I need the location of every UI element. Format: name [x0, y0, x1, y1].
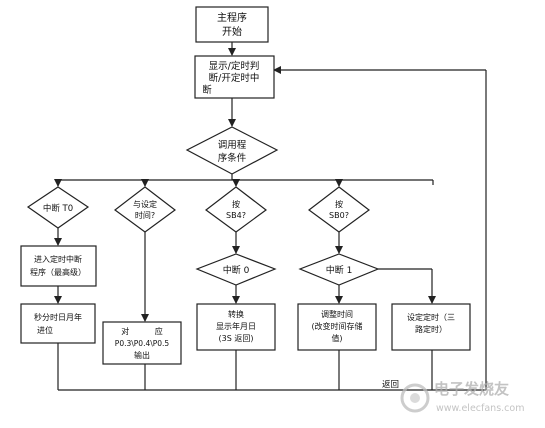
timer-interrupt-label-1: 进入定时中断: [34, 254, 82, 264]
settime-label-2: 时间?: [135, 210, 155, 220]
start-box: [195, 6, 269, 43]
settimer-label-1: 设定定时（三: [407, 312, 455, 322]
settime-label-1: 与设定: [133, 199, 157, 209]
switch-label-2: 显示年月日: [216, 321, 256, 331]
switch-label-3: (3S 返回): [219, 334, 254, 343]
display-label-1: 显示/定时判: [209, 60, 260, 72]
watermark-url: www.elecfans.com: [436, 403, 524, 414]
watermark-logo-icon: [400, 383, 430, 413]
carry-label-1: 秒分时日月年: [34, 312, 82, 322]
switch-label-1: 转换: [228, 309, 244, 319]
call-label-2: 序条件: [218, 152, 247, 164]
set-timer-box: [391, 303, 471, 351]
display-label-3: 断: [202, 84, 212, 96]
adjust-label-1: 调整时间: [321, 309, 353, 319]
adjust-time-box: [297, 303, 377, 351]
sb0-label-2: SB0?: [329, 211, 349, 220]
output-label-3: 输出: [134, 350, 150, 360]
output-label-1: 对 应: [121, 326, 162, 336]
sb4-label-2: SB4?: [226, 211, 246, 220]
sb0-decision: [307, 186, 371, 233]
start-label-1: 主程序: [217, 11, 247, 24]
settime-decision: [113, 186, 177, 233]
settimer-label-2: 路定时）: [415, 324, 447, 334]
display-box: [194, 55, 275, 99]
adjust-label-2: (改变时间存储: [311, 321, 362, 331]
return-label: 返回: [382, 379, 399, 390]
call-label-1: 调用程: [218, 140, 247, 151]
timer-interrupt-box: [20, 245, 97, 287]
display-label-2: 断/开定时中: [209, 72, 260, 84]
t0-decision: [26, 186, 90, 229]
int0-decision: [195, 253, 277, 286]
int1-decision: [298, 253, 380, 286]
sb4-decision: [204, 186, 268, 233]
watermark-brand: 电子发烧友: [434, 380, 509, 398]
sb0-label-1: 按: [335, 199, 343, 209]
watermark: 电子发烧友 www.elecfans.com: [400, 380, 524, 414]
int1-label: 中断 1: [326, 264, 353, 276]
output-box: [102, 321, 182, 365]
adjust-label-3: 值): [331, 333, 342, 343]
switch-display-box: [196, 303, 276, 351]
connectors: [54, 42, 487, 391]
carry-label-2: 进位: [37, 325, 53, 335]
int0-label: 中断 0: [223, 264, 250, 276]
carry-box: [20, 303, 96, 344]
t0-label: 中断 T0: [43, 203, 73, 214]
start-label-2: 开始: [222, 25, 242, 38]
timer-interrupt-label-2: 程序（最高级）: [30, 267, 86, 277]
output-label-2: P0.3\P0.4\P0.5: [115, 339, 170, 348]
call-decision: [185, 126, 279, 175]
sb4-label-1: 按: [232, 199, 240, 209]
